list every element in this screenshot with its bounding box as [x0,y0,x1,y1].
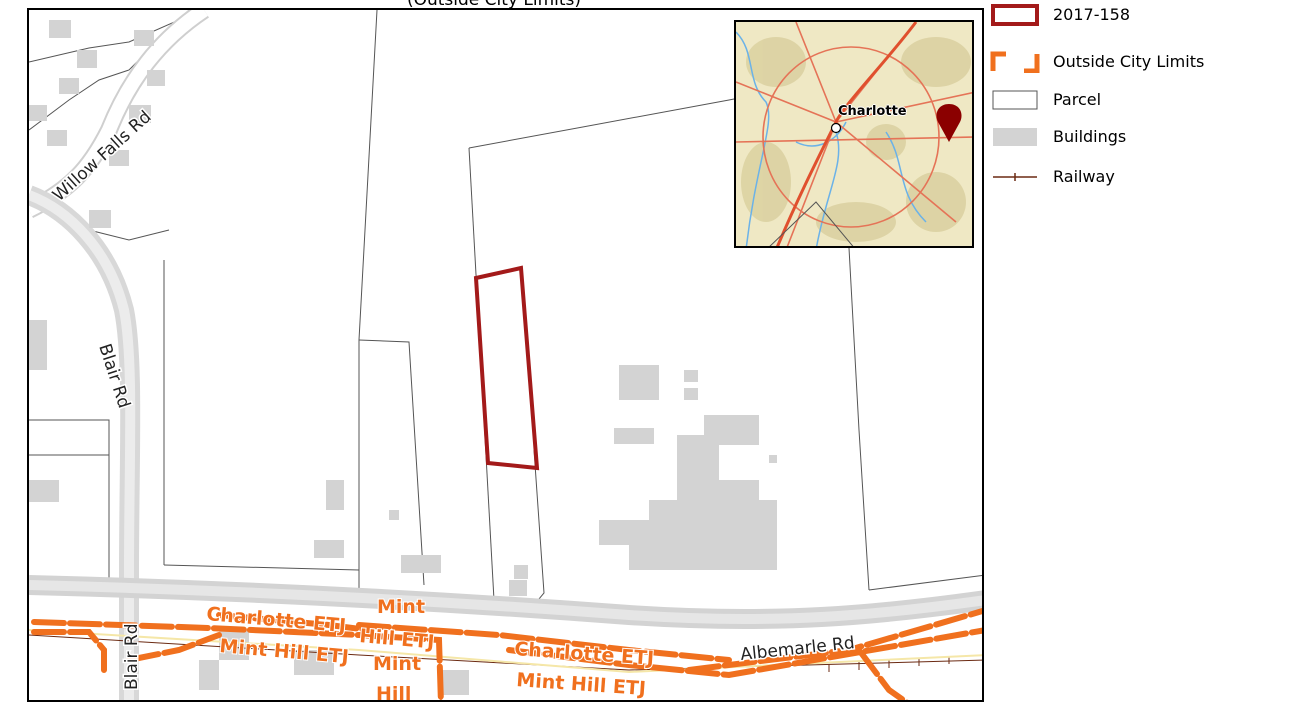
location-pin-icon [936,104,962,142]
legend-item-parcel: Parcel [988,87,1304,111]
overview-inset-map[interactable]: Charlotte [734,20,974,248]
etj-label-mint-1: Mint [377,596,425,618]
etj-label-hill-2: Hill [376,683,411,702]
subject-parcel-swatch [991,4,1039,26]
legend-label: Railway [1053,167,1115,186]
subject-parcel-2017-158[interactable] [473,265,540,471]
legend-item-city-limits: Outside City Limits [988,49,1304,73]
railway-swatch [993,173,1037,181]
inset-county-line [769,201,854,246]
willow-falls-road [29,10,210,219]
inset-roads [736,22,972,246]
legend-item-railway: Railway [988,164,1304,188]
map-canvas[interactable]: Willow Falls Rd Blair Rd Blair Rd Albema… [29,10,984,702]
legend-label: Parcel [1053,90,1102,109]
city-limits-boundary [31,608,982,700]
inset-city-dot [830,122,842,134]
road-label-blair-south: Blair Rd [122,623,142,690]
legend-label: 2017-158 [1053,5,1131,24]
legend-label: Buildings [1053,127,1127,146]
legend-item-subject-parcel: 2017-158 [988,2,1304,26]
blair-road [29,185,141,700]
albemarle-road [29,575,982,630]
inset-canvas [736,22,972,246]
legend: 2017-158 Outside City Limits Parcel Buil… [988,0,1304,200]
legend-label: Outside City Limits [1053,52,1205,71]
parcel-swatch [992,90,1038,110]
buildings [29,20,777,695]
etj-label-mint-hill-etj-2: Mint Hill ETJ [516,669,647,700]
legend-item-buildings: Buildings [988,124,1304,148]
city-limits-swatch [990,51,1040,73]
etj-label-mint-hill-etj-1: Mint Hill ETJ [219,635,350,668]
buildings-swatch [993,128,1037,146]
inset-city-label: Charlotte [838,104,907,119]
inset-highway [776,22,918,246]
page-title: (Outside City Limits) [406,0,582,10]
road-label-willow-falls: Willow Falls Rd [49,107,155,206]
etj-label-mint-2: Mint [373,653,421,675]
